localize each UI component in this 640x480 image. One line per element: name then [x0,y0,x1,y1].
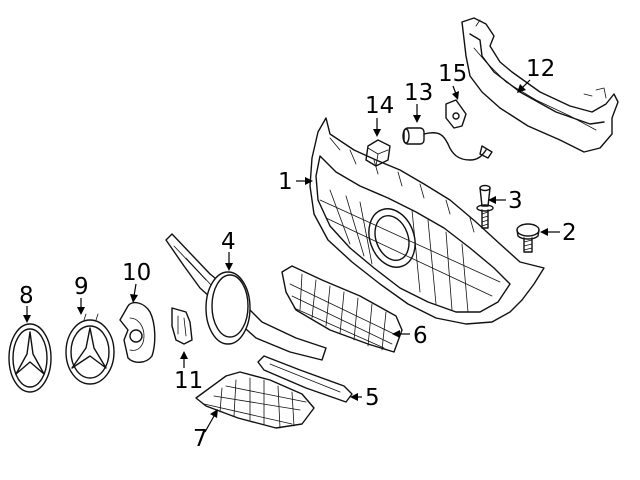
callout-labels: 1 2 3 4 5 6 7 8 9 10 11 12 13 14 15 [19,56,577,452]
callout-4: 4 [221,229,236,255]
callout-6: 6 [413,323,428,349]
callout-2: 2 [562,220,577,246]
callout-13: 13 [404,80,433,106]
emblem-mount-bar [165,233,327,361]
small-bracket [445,99,467,129]
callout-3: 3 [508,188,523,214]
mount-clip [171,307,193,345]
callout-7: 7 [193,426,208,452]
emblem-star [8,323,52,393]
callout-10: 10 [122,260,151,286]
screw [516,223,540,253]
grille-frame [309,117,545,325]
lower-trim-strip [257,355,353,403]
emblem-bracket [119,301,156,363]
callout-15: 15 [438,61,467,87]
callout-1: 1 [278,169,293,195]
callout-8: 8 [19,283,34,309]
emblem-star-ring [65,313,115,385]
lower-mesh-insert [195,371,315,429]
bolt [476,184,494,229]
connector [365,139,391,167]
leader-lines [23,79,560,433]
upper-mesh-insert [281,265,403,353]
callout-9: 9 [74,274,89,300]
callout-14: 14 [365,93,394,119]
sensor-harness [402,127,493,161]
callout-12: 12 [526,56,555,82]
upper-support-bracket [461,17,619,153]
callout-11: 11 [174,368,203,394]
callout-5: 5 [365,385,380,411]
